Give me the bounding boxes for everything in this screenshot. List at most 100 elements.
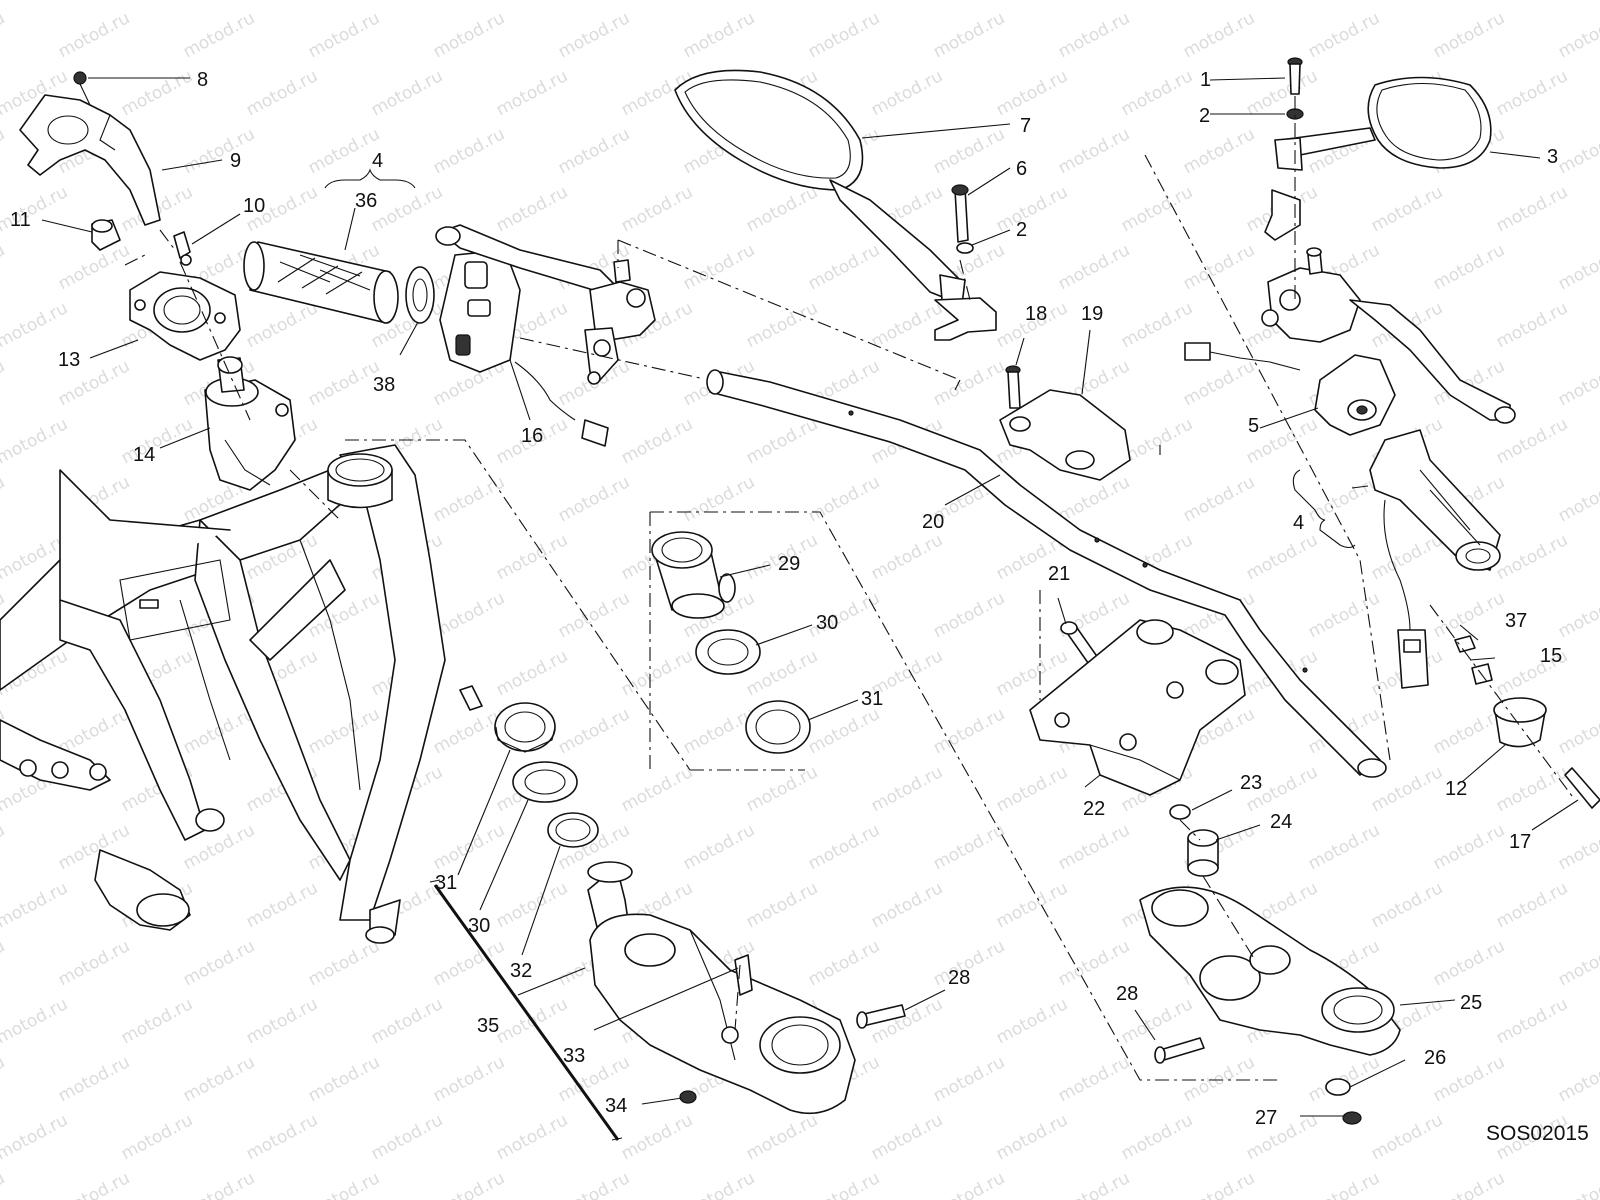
watermark-text: motod.ru xyxy=(1555,704,1600,758)
part-13-ignition-bracket xyxy=(129,271,241,361)
right-switch-cable xyxy=(1184,342,1301,371)
callout-3: 3 xyxy=(1547,146,1558,168)
callout-20: 20 xyxy=(922,511,944,533)
watermark-text: motod.ru xyxy=(1118,1110,1196,1164)
part-35-lower-clamp xyxy=(587,861,856,1115)
watermark-text: motod.ru xyxy=(1493,182,1571,236)
watermark-text: motod.ru xyxy=(118,66,196,120)
watermark-text: motod.ru xyxy=(243,298,321,352)
watermark-text: motod.ru xyxy=(1180,356,1258,410)
callout-28-left: 28 xyxy=(948,967,970,989)
watermark-text: motod.ru xyxy=(680,820,758,874)
callout-24: 24 xyxy=(1270,811,1292,833)
watermark-text: motod.ru xyxy=(1430,1168,1508,1200)
callout-17: 17 xyxy=(1509,831,1531,853)
watermark-text: motod.ru xyxy=(555,1168,633,1200)
part-20-handlebar xyxy=(706,369,1387,778)
watermark-text: motod.ru xyxy=(1180,472,1258,526)
watermark-text: motod.ru xyxy=(1055,1052,1133,1106)
watermark-text: motod.ru xyxy=(368,0,446,4)
brace-35 xyxy=(429,879,623,1141)
watermark-text: motod.ru xyxy=(305,1052,383,1106)
watermark-text: motod.ru xyxy=(680,1168,758,1200)
part-24-bushing xyxy=(1187,829,1219,877)
part-6-screw xyxy=(951,184,969,243)
callout-14: 14 xyxy=(133,444,155,466)
watermark-text: motod.ru xyxy=(1180,1168,1258,1200)
watermark-text: motod.ru xyxy=(743,878,821,932)
part-15-insert xyxy=(1471,663,1493,685)
watermark-text: motod.ru xyxy=(180,1168,258,1200)
callout-9: 9 xyxy=(230,150,241,172)
watermark-text: motod.ru xyxy=(0,878,71,932)
callouts: 8 9 10 11 13 14 4 36 38 16 7 6 2 18 19 2… xyxy=(10,69,1562,1129)
watermark-text: motod.ru xyxy=(1493,762,1571,816)
callout-25: 25 xyxy=(1460,992,1482,1014)
watermark-text: motod.ru xyxy=(993,66,1071,120)
brace-4-left xyxy=(324,168,416,189)
watermark-text: motod.ru xyxy=(1055,8,1133,62)
watermark-text: motod.ru xyxy=(868,530,946,584)
callout-4-right: 4 xyxy=(1293,512,1304,534)
part-16-left-switch xyxy=(439,249,609,447)
part-19-clamp xyxy=(999,389,1131,481)
watermark-text: motod.ru xyxy=(0,0,71,4)
watermark-text: motod.ru xyxy=(1368,182,1446,236)
watermark-text: motod.ru xyxy=(1555,124,1600,178)
part-2-washer-left xyxy=(956,242,974,254)
callout-27: 27 xyxy=(1255,1107,1277,1129)
watermark-text: motod.ru xyxy=(743,0,821,4)
callout-37: 37 xyxy=(1505,610,1527,632)
callout-35: 35 xyxy=(477,1015,499,1037)
part-28-bolt-left xyxy=(856,1004,906,1029)
watermark-text: motod.ru xyxy=(368,994,446,1048)
watermark-text: motod.ru xyxy=(368,1110,446,1164)
watermark-text: motod.ru xyxy=(1118,66,1196,120)
part-22-riser xyxy=(1029,619,1246,796)
watermark-text: motod.ru xyxy=(993,1110,1071,1164)
brace-4-right xyxy=(1292,469,1356,549)
watermark-text: motod.ru xyxy=(493,1110,571,1164)
watermark-text: motod.ru xyxy=(1493,878,1571,932)
watermark-text: motod.ru xyxy=(1493,530,1571,584)
part-34-nut xyxy=(679,1090,697,1104)
watermark-text: motod.ru xyxy=(430,124,508,178)
watermark-text: motod.ru xyxy=(680,8,758,62)
watermark-text: motod.ru xyxy=(618,182,696,236)
part-25-top-clamp xyxy=(1139,886,1401,1056)
watermark-text: motod.ru xyxy=(305,936,383,990)
watermark-text: motod.ru xyxy=(868,298,946,352)
watermark-text: motod.ru xyxy=(1368,878,1446,932)
watermark-text: motod.ru xyxy=(1055,1168,1133,1200)
watermark-text: motod.ru xyxy=(805,820,883,874)
watermark-text: motod.ru xyxy=(430,936,508,990)
watermark-text: motod.ru xyxy=(1555,820,1600,874)
watermark-text: motod.ru xyxy=(180,124,258,178)
watermark-text: motod.ru xyxy=(0,936,8,990)
watermark-text: motod.ru xyxy=(1430,820,1508,874)
watermark-text: motod.ru xyxy=(305,704,383,758)
callout-29: 29 xyxy=(778,553,800,575)
watermark-text: motod.ru xyxy=(1305,472,1383,526)
watermark-text: motod.ru xyxy=(1180,1052,1258,1106)
watermark-text: motod.ru xyxy=(55,240,133,294)
watermark-text: motod.ru xyxy=(805,472,883,526)
callout-38: 38 xyxy=(373,374,395,396)
callout-33: 33 xyxy=(563,1045,585,1067)
watermark-text: motod.ru xyxy=(680,240,758,294)
watermark-text: motod.ru xyxy=(1555,1168,1600,1200)
callout-12: 12 xyxy=(1445,778,1467,800)
watermark-text: motod.ru xyxy=(805,8,883,62)
part-9-cover xyxy=(19,94,161,226)
watermark-text: motod.ru xyxy=(1430,240,1508,294)
callout-22: 22 xyxy=(1083,798,1105,820)
watermark-text: motod.ru xyxy=(55,1052,133,1106)
assembly-lines xyxy=(124,96,1576,1081)
watermark-text: motod.ru xyxy=(180,1052,258,1106)
part-31-bearing-center xyxy=(745,700,811,754)
watermark-text: motod.ru xyxy=(1555,936,1600,990)
watermark-text: motod.ru xyxy=(1555,240,1600,294)
watermark-text: motod.ru xyxy=(118,1110,196,1164)
watermark-text: motod.ru xyxy=(930,1052,1008,1106)
